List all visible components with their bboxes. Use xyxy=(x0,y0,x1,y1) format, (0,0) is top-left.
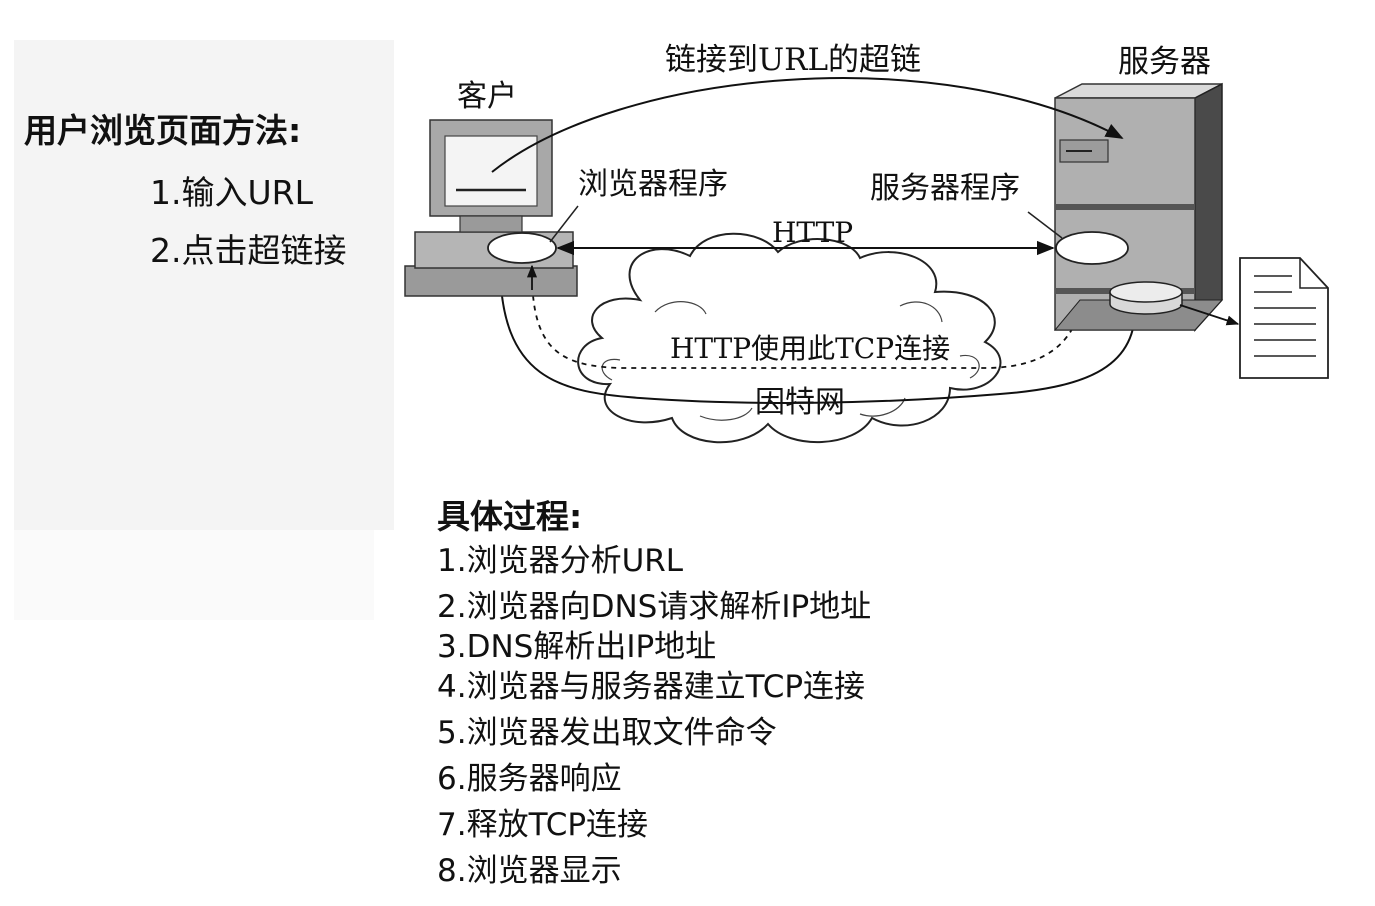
server-program-label: 服务器程序 xyxy=(870,171,1020,206)
process-step-1: 1.浏览器分析URL xyxy=(437,543,684,579)
client-label: 客户 xyxy=(457,79,517,114)
tcp-connection-label: HTTP使用此TCP连接 xyxy=(670,332,950,365)
dashed-data-path xyxy=(526,269,1086,369)
process-step-8: 8.浏览器显示 xyxy=(437,853,622,889)
methods-title: 用户浏览页面方法: xyxy=(24,111,302,150)
methods-list: 1.输入URL 2.点击超链接 xyxy=(150,164,347,280)
server-program-pointer xyxy=(1027,211,1063,239)
disk-to-document-arrow xyxy=(1179,304,1240,326)
client-computer-icon xyxy=(404,119,578,297)
browser-program-label: 浏览器程序 xyxy=(578,167,728,202)
http-label: HTTP xyxy=(772,216,853,249)
process-step-6: 6.服务器响应 xyxy=(437,761,622,797)
process-step-2: 2.浏览器向DNS请求解析IP地址 xyxy=(437,589,872,625)
tcp-connection-line xyxy=(499,261,1136,404)
process-steps-list: 1.浏览器分析URL 2.浏览器向DNS请求解析IP地址 3.DNS解析出IP地… xyxy=(437,538,871,894)
process-step-3: 3.DNS解析出IP地址 xyxy=(437,629,717,665)
process-step-5: 5.浏览器发出取文件命令 xyxy=(437,715,777,751)
process-step-7: 7.释放TCP连接 xyxy=(437,807,649,843)
browser-program-pointer xyxy=(549,205,579,243)
method-item-click-hyperlink: 2.点击超链接 xyxy=(150,231,347,270)
browser-program-node xyxy=(487,232,557,264)
left-panel-background xyxy=(14,40,394,530)
process-step-4: 4.浏览器与服务器建立TCP连接 xyxy=(437,669,866,705)
internet-label: 因特网 xyxy=(755,385,845,420)
hyperlink-label: 链接到URL的超链 xyxy=(665,42,921,78)
method-item-input-url: 1.输入URL xyxy=(150,173,313,212)
process-title: 具体过程: xyxy=(437,497,583,536)
server-label: 服务器 xyxy=(1118,44,1211,80)
server-program-node xyxy=(1055,231,1129,265)
disk-icon xyxy=(1109,281,1183,315)
left-panel-lower-background xyxy=(14,530,374,620)
document-icon xyxy=(1239,257,1329,379)
hyperlink-arrow xyxy=(491,77,1124,173)
